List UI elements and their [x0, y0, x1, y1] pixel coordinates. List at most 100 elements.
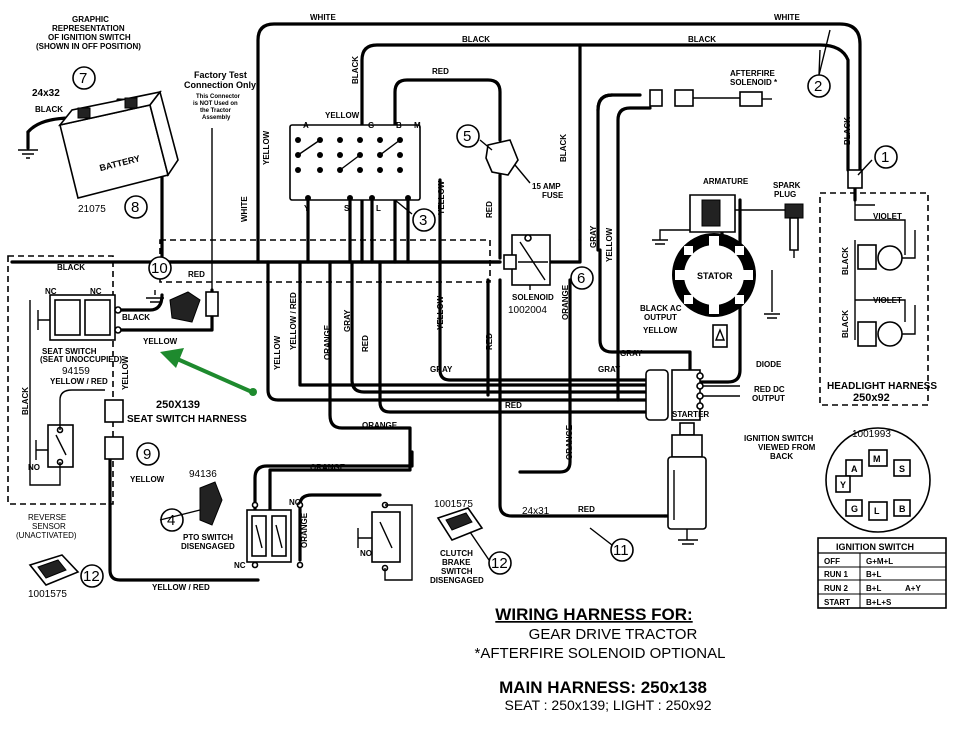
- fuse-label: 15 AMP: [532, 182, 561, 191]
- diode-label: DIODE: [756, 360, 782, 369]
- switch-terminal: Y: [304, 204, 310, 213]
- solenoid: [503, 234, 551, 290]
- armature-label: ARMATURE: [703, 177, 749, 186]
- graphic-rep-line: (SHOWN IN OFF POSITION): [36, 42, 141, 51]
- callout-2: 2: [814, 78, 822, 95]
- fuse-label: FUSE: [542, 191, 564, 200]
- wire-label: YELLOW / RED: [50, 377, 108, 386]
- headlight-part: 250x92: [853, 392, 890, 404]
- switch-terminal: L: [376, 204, 381, 213]
- title-heading: WIRING HARNESS FOR:: [495, 605, 692, 624]
- wire-label: YELLOW: [121, 355, 130, 390]
- seat-harness-label: SEAT SWITCH HARNESS: [127, 414, 247, 425]
- solenoid-label: SOLENOID: [512, 293, 554, 302]
- reverse-part: 1001575: [28, 589, 67, 600]
- callout-4: 4: [167, 512, 175, 529]
- component-labels: GRAPHIC REPRESENTATION OF IGNITION SWITC…: [16, 15, 937, 600]
- wire-label: ORANGE: [362, 421, 398, 430]
- ign-view-label: IGNITION SWITCH: [744, 434, 814, 443]
- clutch-brake-switch-graphic: [357, 501, 413, 581]
- red-dc-label: RED DC: [754, 385, 785, 394]
- reverse-label: SENSOR: [32, 522, 66, 531]
- main-connector: [645, 369, 740, 421]
- seat-switch-part: 94159: [62, 366, 90, 377]
- terminal-s: S: [899, 464, 905, 474]
- reverse-switch: [29, 300, 124, 486]
- afterfire-label: AFTERFIRE: [730, 69, 776, 78]
- wire-label: BLACK: [843, 117, 852, 145]
- wire-label: RED: [485, 201, 494, 218]
- title-line1: GEAR DRIVE TRACTOR: [529, 626, 698, 643]
- switch-terminal: M: [414, 121, 421, 130]
- factory-test-line: Factory Test: [194, 70, 247, 80]
- terminal-g: G: [851, 504, 858, 514]
- clutch-component: [436, 507, 484, 541]
- wire-label: VIOLET: [873, 212, 902, 221]
- wire-label: ORANGE: [323, 324, 332, 360]
- wire-label: BLACK: [841, 247, 850, 275]
- table-cell: B+L: [866, 570, 881, 579]
- callout-3: 3: [419, 212, 427, 229]
- clutch-label: DISENGAGED: [430, 576, 484, 585]
- table-row: START: [824, 598, 850, 607]
- pto-switch-graphic: [246, 501, 304, 569]
- afterfire-label: SOLENOID *: [730, 78, 778, 87]
- seat-harness-part: 250X139: [156, 399, 200, 411]
- graphic-rep-line: REPRESENTATION: [52, 24, 125, 33]
- solenoid-part: 1002004: [508, 305, 547, 316]
- wire-label: GRAY: [598, 365, 621, 374]
- callout-11: 11: [613, 542, 629, 559]
- wire-label: WHITE: [310, 13, 336, 22]
- headlights: [847, 169, 916, 347]
- switch-terminal: S: [344, 204, 350, 213]
- wire-label: BLACK: [21, 387, 30, 415]
- no-label: NO: [289, 498, 301, 507]
- armature: [652, 194, 785, 245]
- black-ac-label: OUTPUT: [644, 313, 677, 322]
- wire-label: BLACK: [462, 35, 490, 44]
- nc-label: NC: [90, 287, 102, 296]
- wire-label: VIOLET: [873, 296, 902, 305]
- fuse: [485, 139, 531, 184]
- callout-12: 12: [83, 568, 100, 585]
- callout-5: 5: [463, 128, 471, 145]
- ignition-table-title: IGNITION SWITCH: [836, 542, 914, 552]
- ignition-switch-back-view: M A S Y G L B: [825, 427, 931, 533]
- clutch-label: SWITCH: [441, 567, 473, 576]
- main-harness-title: MAIN HARNESS: 250x138: [499, 678, 707, 697]
- wire-label: BLACK: [841, 310, 850, 338]
- wire-label: RED: [361, 335, 370, 352]
- wire-label: YELLOW: [437, 180, 446, 215]
- callout-9: 9: [143, 446, 151, 463]
- wire-labels: WHITE WHITE BLACK BLACK RED YELLOW BLACK…: [21, 13, 902, 592]
- reverse-label: (UNACTIVATED): [16, 531, 77, 540]
- callouts: 1 2 3 4 5 6 7 8 9 10 11 12 12: [72, 29, 898, 588]
- wire-label: YELLOW / RED: [152, 583, 210, 592]
- wire-label: RED: [578, 505, 595, 514]
- wire-label: GRAY: [343, 309, 352, 332]
- stator-label: STATOR: [697, 271, 733, 281]
- nc-label: NC: [45, 287, 57, 296]
- wire-label: RED: [505, 401, 522, 410]
- factory-note-line: is NOT Used on: [193, 101, 238, 107]
- title-block: WIRING HARNESS FOR: GEAR DRIVE TRACTOR *…: [475, 605, 726, 713]
- wire-label: YELLOW / RED: [289, 292, 298, 350]
- seat-switch: [37, 294, 122, 341]
- headlight-label: HEADLIGHT HARNESS: [827, 381, 937, 392]
- wire-label: YELLOW: [143, 337, 178, 346]
- callout-7: 7: [79, 70, 87, 87]
- table-row: RUN 1: [824, 570, 849, 579]
- pto-label: PTO SWITCH: [183, 533, 233, 542]
- ign-view-label: BACK: [770, 452, 793, 461]
- wire-label: YELLOW: [130, 475, 165, 484]
- wire-label: YELLOW: [643, 326, 678, 335]
- relay-component: [146, 290, 201, 323]
- wire-label: ORANGE: [561, 284, 570, 320]
- wire-label: ORANGE: [310, 463, 346, 472]
- table-row: OFF: [824, 557, 840, 566]
- wire-label: BLACK: [57, 263, 85, 272]
- seat-harness-box: [7, 255, 114, 505]
- terminal-l: L: [874, 506, 880, 516]
- switch-terminal: A: [303, 121, 309, 130]
